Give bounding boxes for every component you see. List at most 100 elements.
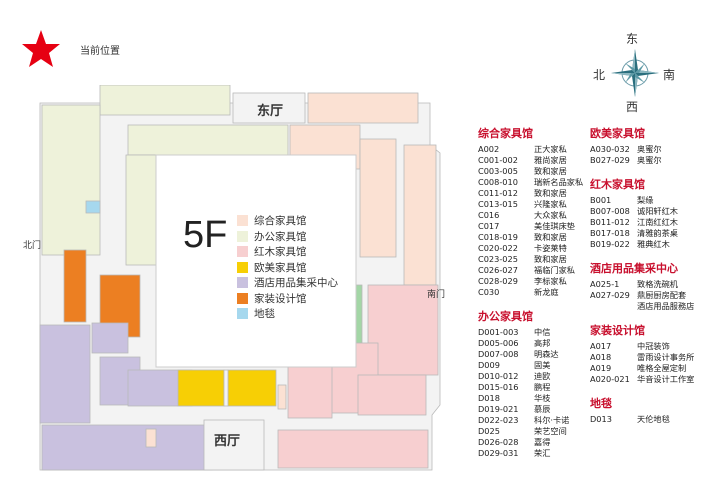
shop-code: C026-027 <box>478 265 518 275</box>
shop-code: D022-023 <box>478 415 519 425</box>
shop-code <box>590 301 637 312</box>
shop-code: C016 <box>478 210 500 220</box>
shop-code: C023-025 <box>478 254 518 264</box>
shop-name: 科尔·卡诺 <box>534 415 570 425</box>
east-hall-label: 东厅 <box>257 104 284 119</box>
shop-entry: C023-025 致和家居 <box>478 254 596 265</box>
shop-name: 致和家居 <box>534 188 567 198</box>
shop-name: 高邦 <box>534 338 551 348</box>
shop-name: 李标家私 <box>534 276 567 286</box>
shop-block <box>41 424 213 471</box>
shop-name: 慕辰 <box>534 404 551 414</box>
shop-name: 梨缘 <box>637 195 654 205</box>
shop-code: D007-008 <box>478 349 519 359</box>
shop-name: 奥蜜尔 <box>637 155 662 165</box>
shop-name: 正大家私 <box>534 144 567 154</box>
shop-block <box>125 154 157 266</box>
red-star-icon <box>22 30 60 67</box>
shop-entry: C013-015 兴隆家私 <box>478 199 596 210</box>
legend-item: 综合家具馆 <box>237 213 338 229</box>
shop-code: C030 <box>478 287 500 297</box>
legend: 综合家具馆办公家具馆红木家具馆欧美家具馆酒店用品集采中心家装设计馆地毯 <box>237 213 338 322</box>
compass-west: 西 <box>626 100 639 114</box>
shop-name: 瑞新名品家私 <box>534 177 584 187</box>
shop-block <box>367 284 439 376</box>
shop-name: 荣艺空间 <box>534 426 567 436</box>
shop-code: A030-032 <box>590 144 630 154</box>
shop-code: B007-008 <box>590 206 630 216</box>
shop-name: 致和家居 <box>534 254 567 264</box>
corridor-block <box>223 369 229 407</box>
shop-code: D001-003 <box>478 327 519 337</box>
legend-swatch <box>237 230 248 242</box>
shop-code: D013 <box>590 414 612 424</box>
shop-block <box>277 384 287 410</box>
shop-code: D015-016 <box>478 382 519 392</box>
shop-code: A019 <box>590 363 612 373</box>
shop-name: 嘉得 <box>534 437 551 447</box>
shop-block <box>357 374 427 416</box>
shop-entry: D022-023 科尔·卡诺 <box>478 415 596 426</box>
shop-name: 雅尚家居 <box>534 155 567 165</box>
shop-entry: D007-008 明森达 <box>478 349 596 360</box>
shop-name: 鹏程 <box>534 382 551 392</box>
shop-block <box>277 429 429 469</box>
shop-code: C013-015 <box>478 199 518 209</box>
shop-block <box>177 369 225 407</box>
central-atrium <box>155 154 357 368</box>
legend-item: 办公家具馆 <box>237 229 338 245</box>
section-title: 办公家具馆 <box>478 310 533 323</box>
shop-code: B019-022 <box>590 239 630 249</box>
shop-block <box>39 324 91 424</box>
floor-label: 5F <box>183 214 228 256</box>
shop-name: 江南红红木 <box>637 217 678 227</box>
shop-name: 中冠装饰 <box>637 341 670 351</box>
legend-label: 红木家具馆 <box>254 246 307 259</box>
shop-name: 雅典红木 <box>637 239 670 249</box>
east-hall <box>232 92 306 124</box>
legend-swatch <box>237 292 248 304</box>
shop-name: 华枝 <box>534 393 551 403</box>
legend-swatch <box>237 215 248 227</box>
shop-entry: B019-022 雅典红木 <box>590 239 718 250</box>
shop-name: 兴隆家私 <box>534 199 567 209</box>
shop-name: 明森达 <box>534 349 559 359</box>
shop-block <box>307 92 419 124</box>
shop-name: 致和家居 <box>534 232 567 242</box>
shop-code: B017-018 <box>590 228 630 238</box>
legend-item: 欧美家具馆 <box>237 260 338 276</box>
shop-name: 天伦地毯 <box>637 414 670 424</box>
shop-block <box>127 124 289 156</box>
shop-code: C003-005 <box>478 166 518 176</box>
legend-swatch <box>237 261 248 273</box>
legend-swatch <box>237 246 248 258</box>
current-position-label: 当前位置 <box>80 45 120 57</box>
shop-code: B027-029 <box>590 155 630 165</box>
